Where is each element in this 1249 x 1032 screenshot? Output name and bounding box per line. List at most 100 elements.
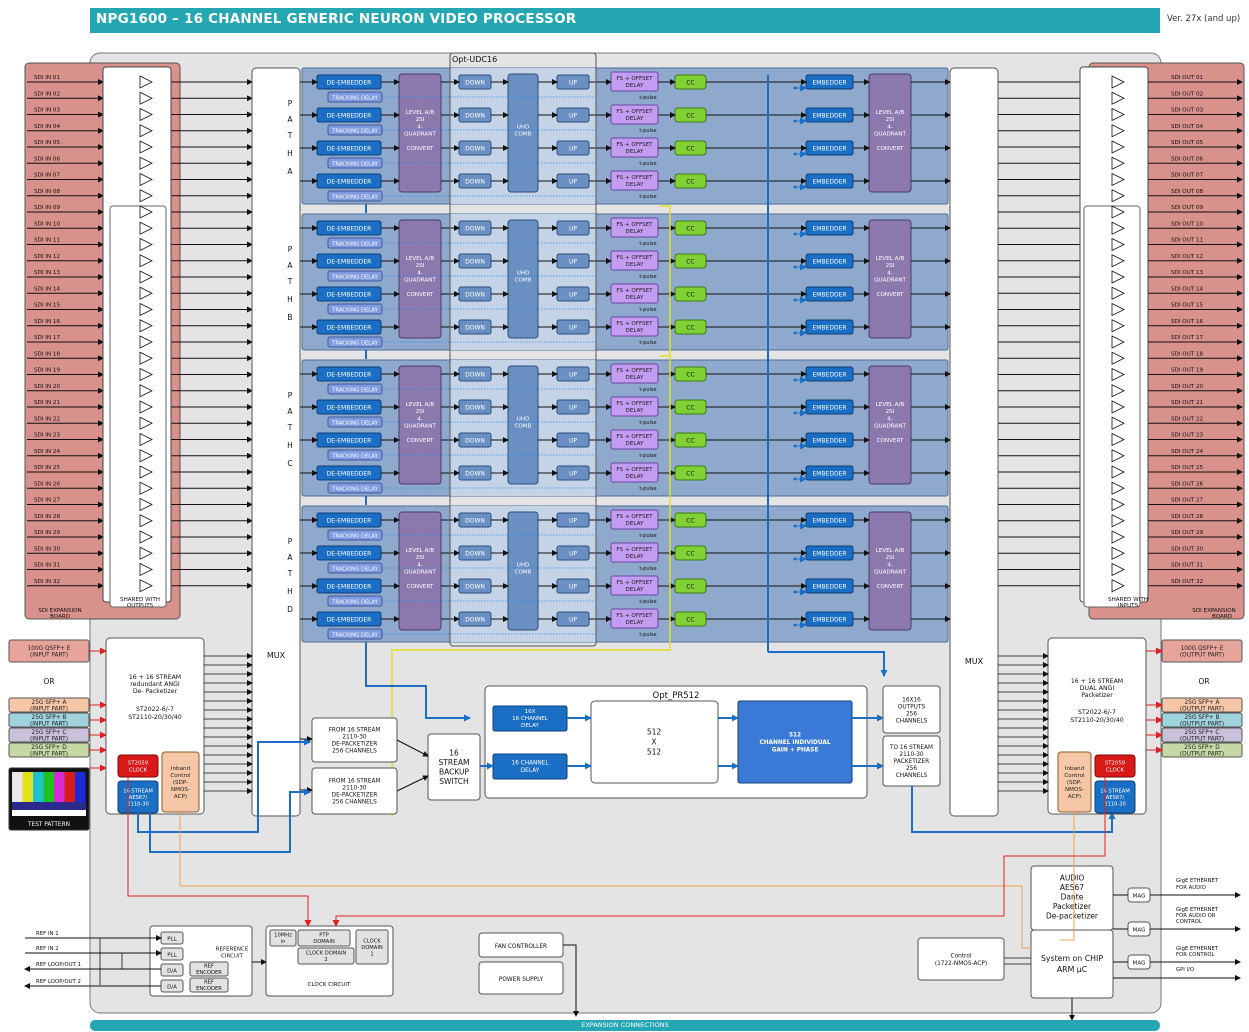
to-packetizer-label: CHANNELS xyxy=(896,773,928,779)
sdi-out-label: SDI OUT 19 xyxy=(1171,368,1204,374)
buffer-triangle xyxy=(1111,514,1125,528)
down-label: DOWN xyxy=(465,113,485,120)
de-embedder-label: DE-EMBEDDER xyxy=(327,372,372,379)
expansion-label-right: BOARD xyxy=(1212,614,1232,620)
ten-mhz-block xyxy=(269,929,297,947)
control-label: (1722-NMOS-ACP) xyxy=(935,961,987,967)
level-label: LEVEL A/B xyxy=(876,548,905,554)
fs-offset-label: DELAY xyxy=(626,474,644,480)
tracking-delay-label: TRACKING DELAY xyxy=(331,421,378,427)
level-label: 2SI xyxy=(416,555,425,561)
ref-label: REF LOOP/OUT 1 xyxy=(36,962,81,968)
sdi-out-label: SDI OUT 27 xyxy=(1171,498,1204,504)
cc-label: CC xyxy=(686,551,694,558)
path-letter: A xyxy=(287,115,293,124)
fs-offset-label: FS + OFFSET xyxy=(616,547,653,553)
level-label: LEVEL A/B xyxy=(406,402,435,408)
version-label: Ver. 27x (and up) xyxy=(1167,14,1241,24)
test-bar xyxy=(43,772,54,802)
tracking-delay-label: TRACKING DELAY xyxy=(331,129,378,135)
level-label: 4- xyxy=(887,562,893,568)
tracking-delay-label: TRACKING DELAY xyxy=(331,633,378,639)
outputs-label: CHANNELS xyxy=(896,719,928,725)
audio-bus xyxy=(768,651,888,677)
left-port-label: 25G SFP+ B xyxy=(32,715,67,721)
buffer-triangle xyxy=(1111,497,1125,512)
outputs-label: OUTPUTS xyxy=(898,705,926,711)
mux-right-label: MUX xyxy=(965,657,984,666)
cc-label: CC xyxy=(686,113,694,120)
right-port-label: 100G QSFP+ E xyxy=(1181,646,1224,652)
left-port-label: (INPUT PART) xyxy=(30,652,68,658)
embedder-label: EMBEDDER xyxy=(812,617,846,624)
de-embedder-label: DE-EMBEDDER xyxy=(327,113,372,120)
sdi-out-label: SDI OUT 08 xyxy=(1171,189,1204,195)
embedder-label: EMBEDDER xyxy=(812,292,846,299)
buffer-triangle xyxy=(1111,351,1125,365)
clock-domain-1-label: 1 xyxy=(370,951,373,957)
sdi-out-label: SDI OUT 30 xyxy=(1171,546,1204,552)
buffer-triangle xyxy=(139,156,153,170)
sdi-in-label: SDI IN 15 xyxy=(34,303,60,309)
aes67-label: 2110-30 xyxy=(127,801,149,807)
inband-label: ACP) xyxy=(1068,794,1081,800)
test-bar xyxy=(12,802,86,810)
t-pulse-label: t-pulse xyxy=(639,194,656,200)
left-port-label: (INPUT PART) xyxy=(30,751,68,757)
fs-offset-label: FS + OFFSET xyxy=(616,255,653,261)
ref-encoder-block xyxy=(189,977,229,993)
depacketizer-label: De- Packetizer xyxy=(133,688,178,695)
buffer-triangle xyxy=(1111,319,1125,333)
sdi-in-label: SDI IN 10 xyxy=(34,221,60,227)
sdi-in-label: SDI IN 06 xyxy=(34,156,60,162)
buffer-triangle xyxy=(139,172,153,187)
net-label: GigE ETHERNET xyxy=(1176,907,1219,913)
de-embedder-label: DE-EMBEDDER xyxy=(327,551,372,558)
matrix-512 xyxy=(590,700,719,784)
buffer-triangle xyxy=(1111,562,1125,577)
backup-label: STREAM xyxy=(439,758,470,767)
down-label: DOWN xyxy=(465,518,485,525)
fs-offset-label: DELAY xyxy=(626,441,644,447)
t-pulse-label: t-pulse xyxy=(639,128,656,134)
buffer-triangle xyxy=(1111,75,1125,89)
packetizer-label: Packetizer xyxy=(1081,692,1113,699)
expansion-connections-bar xyxy=(90,1020,1160,1031)
buffer-triangle xyxy=(1111,530,1125,544)
or-label: OR xyxy=(43,677,54,686)
sdi-out-label: SDI OUT 10 xyxy=(1171,221,1204,227)
uhd-comb-label: UHD xyxy=(517,124,530,130)
junction-dot xyxy=(793,623,797,627)
level-label: 2SI xyxy=(886,409,895,415)
level-label: QUADRANT xyxy=(874,424,906,430)
clock-domain-1-label: CLOCK xyxy=(363,938,381,944)
level-label: CONVERT xyxy=(407,438,434,444)
buffer-triangle xyxy=(1111,172,1125,187)
buffer-triangle xyxy=(139,335,153,349)
delay-16x-label: 16X xyxy=(525,709,536,715)
junction-dot xyxy=(793,444,797,448)
embedder-label: EMBEDDER xyxy=(812,518,846,525)
up-label: UP xyxy=(569,438,577,445)
delay-16-label: 16 CHANNEL xyxy=(511,760,549,766)
sdi-out-label: SDI OUT 31 xyxy=(1171,563,1204,569)
to-packetizer-label: 256 xyxy=(906,766,917,772)
sdi-out-label: SDI OUT 26 xyxy=(1171,481,1204,487)
shared-outputs-label: SHARED WITH xyxy=(120,597,160,603)
tracking-delay-label: TRACKING DELAY xyxy=(331,487,378,493)
net-label: GigE ETHERNET xyxy=(1176,946,1219,952)
fs-offset-label: FS + OFFSET xyxy=(616,401,653,407)
embedder-label: EMBEDDER xyxy=(812,584,846,591)
ref-label: REF IN 1 xyxy=(36,931,59,937)
to-packetizer-label: 2110-30 xyxy=(899,752,924,758)
path-letter: P xyxy=(288,537,293,546)
cc-label: CC xyxy=(686,372,694,379)
sdi-out-label: SDI OUT 06 xyxy=(1171,156,1204,162)
clock-line xyxy=(1003,777,1106,916)
st2059-label: CLOCK xyxy=(1106,767,1125,773)
down-label: DOWN xyxy=(465,551,485,558)
inband-label: Control xyxy=(1064,773,1085,779)
depacketizer-label: redundant ANGI xyxy=(130,681,180,688)
down-label: DOWN xyxy=(465,438,485,445)
